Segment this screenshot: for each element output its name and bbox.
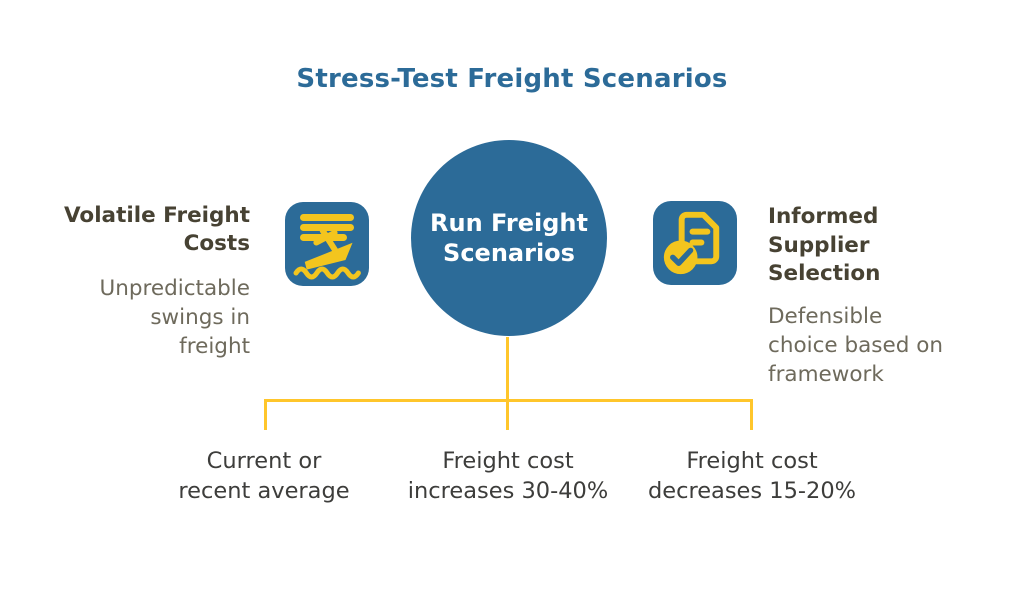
connector-stem-line — [506, 337, 509, 430]
volatile-freight-costs-block: Volatile Freight Costs Unpredictable swi… — [20, 202, 250, 361]
desc-line: framework — [768, 361, 884, 387]
heading-line: Volatile Freight — [63, 203, 250, 228]
scenario-current-average: Current or recent average — [144, 446, 384, 506]
scenario-cost-increase: Freight cost increases 30-40% — [388, 446, 628, 506]
connector-horizontal-line — [264, 399, 753, 402]
heading-line: Supplier — [768, 232, 870, 258]
scenario-cost-decrease: Freight cost decreases 15-20% — [632, 446, 872, 506]
scenario-line: increases 30-40% — [407, 478, 609, 504]
heading-line: Informed — [768, 204, 879, 229]
informed-supplier-selection-description: Defensible choice based on framework — [768, 302, 1004, 389]
scenario-line: Current or — [206, 448, 322, 474]
desc-line: Unpredictable — [99, 276, 251, 301]
scenario-line: Freight cost — [686, 448, 818, 474]
scenario-line: Freight cost — [442, 448, 574, 474]
scenario-line: decreases 15-20% — [647, 478, 857, 504]
page-title: Stress-Test Freight Scenarios — [296, 64, 728, 94]
center-label-line: Scenarios — [443, 239, 575, 267]
connector-right-branch-line — [750, 399, 753, 430]
connector-left-branch-line — [264, 399, 267, 430]
desc-line: choice based on — [768, 332, 943, 358]
desc-line: swings in — [150, 305, 250, 330]
volatile-freight-costs-heading: Volatile Freight Costs — [20, 202, 250, 258]
center-label-line: Run Freight — [430, 209, 588, 237]
document-check-icon — [653, 201, 737, 285]
volatile-freight-costs-description: Unpredictable swings in freight — [20, 274, 251, 361]
heading-line: Costs — [183, 231, 250, 256]
desc-line: Defensible — [768, 303, 883, 329]
desc-line: freight — [179, 334, 250, 359]
heading-line: Selection — [768, 261, 881, 286]
run-freight-scenarios-node: Run Freight Scenarios — [411, 140, 607, 336]
sinking-ship-icon — [285, 202, 369, 286]
scenario-line: recent average — [178, 478, 350, 504]
informed-supplier-selection-heading: Informed Supplier Selection — [768, 203, 1004, 289]
informed-supplier-selection-block: Informed Supplier Selection Defensible c… — [768, 203, 1004, 389]
